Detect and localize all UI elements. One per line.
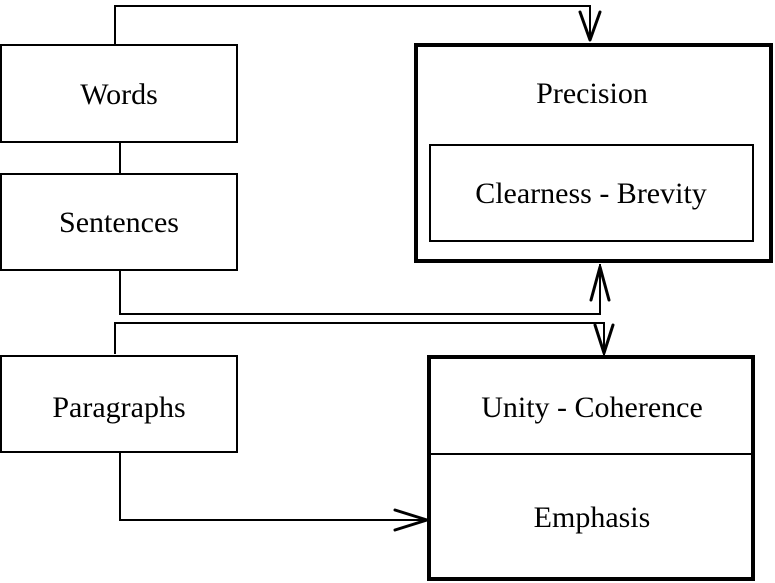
precision-label: Precision — [536, 77, 648, 110]
connector-sentences-to-precision — [119, 264, 601, 315]
connector-paragraphs-to-unity — [114, 322, 605, 355]
connector-paragraphs-to-emphasis — [119, 452, 427, 521]
arrowhead-precision-top — [578, 10, 602, 42]
precision-box: Precision Clearness - Brevity — [414, 43, 773, 263]
paragraphs-box: Paragraphs — [0, 355, 238, 453]
arrowhead-unity-top — [593, 323, 615, 355]
sentences-box: Sentences — [0, 173, 238, 271]
arrowhead-precision-bottom-up — [589, 265, 611, 302]
paragraphs-label: Paragraphs — [52, 391, 185, 424]
sentences-label: Sentences — [59, 206, 179, 239]
words-label: Words — [80, 78, 158, 111]
connector-words-to-precision — [114, 5, 591, 44]
clearness-brevity-label: Clearness - Brevity — [475, 177, 707, 210]
unity-emphasis-box: Unity - Coherence Emphasis — [427, 355, 755, 581]
clearness-brevity-box — [429, 144, 754, 242]
emphasis-label: Emphasis — [534, 501, 651, 534]
connectors — [114, 5, 615, 532]
words-box: Words — [0, 44, 238, 143]
unity-coherence-label: Unity - Coherence — [481, 391, 703, 424]
